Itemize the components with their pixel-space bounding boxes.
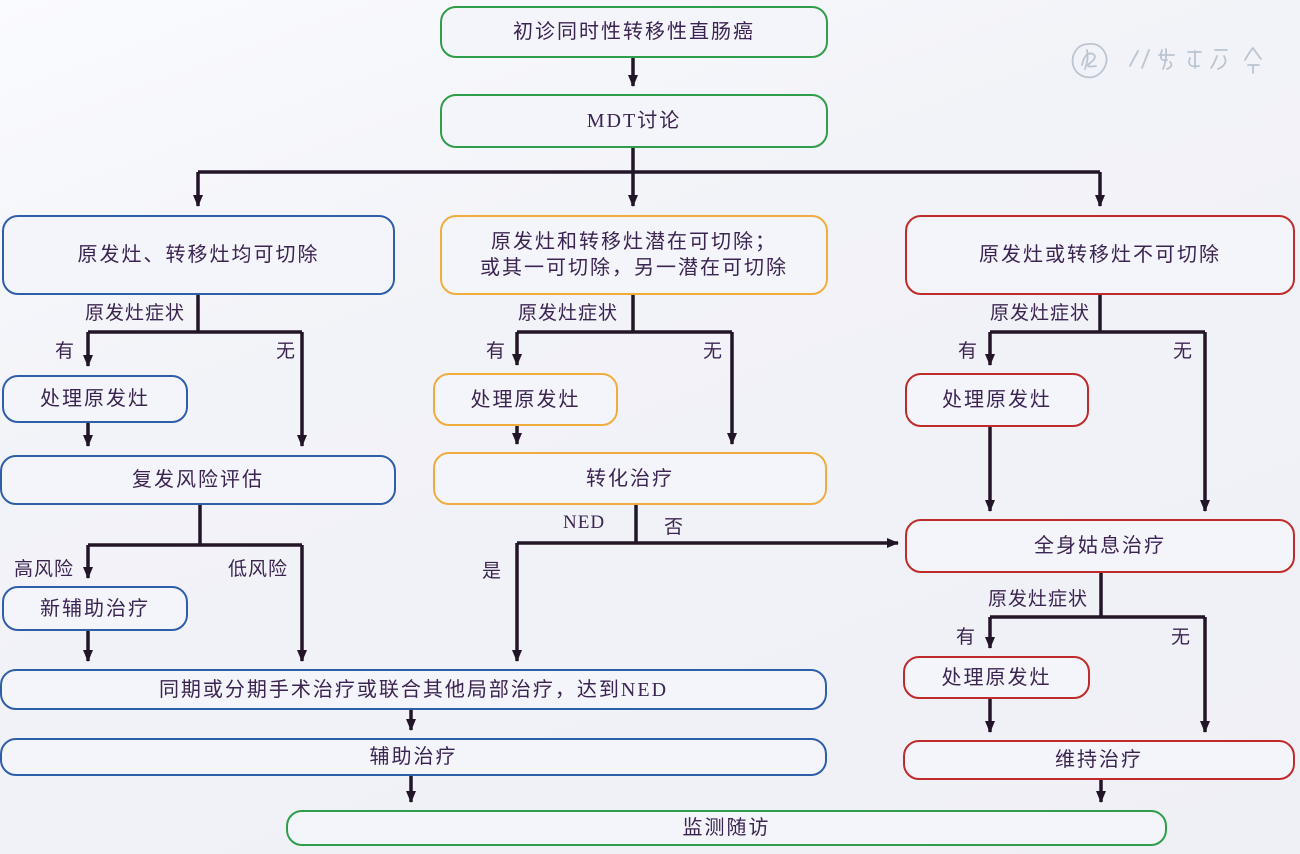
edge-label-right-yes2: 有 [956,627,977,648]
node-potentially-resectable-line1: 原发灶和转移灶潜在可切除； [491,231,777,253]
edge-label-left-primary-symptom: 原发灶症状 [85,303,186,324]
node-followup-label: 监测随访 [682,817,771,839]
node-recurrence-risk-assessment: 复发风险评估 [0,455,396,505]
node-maintenance-label: 维持治疗 [1055,749,1143,771]
edge-label-right-primary-symptom: 原发灶症状 [990,303,1091,324]
edge-label-right-yes: 有 [958,341,979,362]
node-maintenance-therapy: 维持治疗 [903,740,1295,780]
watermark-script-stroke [1129,49,1150,69]
node-neoadjuvant-label: 新辅助治疗 [40,597,150,620]
edge-label-right-no2: 无 [1171,627,1192,648]
watermark-script-stroke [1210,49,1228,70]
node-treat-primary-right2-label: 处理原发灶 [941,666,1052,689]
node-start: 初诊同时性转移性直肠癌 [440,6,828,58]
watermark-script-stroke [1187,50,1202,69]
edge-label-mid-no: 无 [703,341,724,362]
node-treat-primary-left-label: 处理原发灶 [40,388,150,410]
node-conversion-therapy-label: 转化治疗 [586,467,674,490]
node-surgery-local-label: 同期或分期手术治疗或联合其他局部治疗，达到NED [158,678,669,701]
connector-line [990,573,1205,619]
edge-label-high-risk: 高风险 [14,559,75,580]
node-surveillance-followup: 监测随访 [286,810,1167,846]
node-recurrence-risk-label: 复发风险评估 [132,469,264,491]
node-start-label: 初诊同时性转移性直肠癌 [513,21,755,43]
watermark-script-stroke [1244,46,1262,74]
node-mdt-discussion: MDT讨论 [440,94,828,148]
node-potentially-resectable: 原发灶和转移灶潜在可切除； 或其一可切除，另一潜在可切除 [440,215,828,295]
node-both-resectable: 原发灶、转移灶均可切除 [2,215,395,295]
edge-label-mid-yes: 有 [486,341,507,362]
node-adjuvant-label: 辅助治疗 [369,746,458,768]
node-potentially-resectable-line2: 或其一可切除，另一潜在可切除 [480,257,788,279]
node-conversion-therapy: 转化治疗 [433,452,827,505]
circular-seal-logo-watermark [1071,43,1262,79]
edge-label-ned: NED [563,512,606,533]
connector-line [198,148,1100,174]
edge-label-low-risk: 低风险 [228,559,289,580]
node-treat-primary-mid-label: 处理原发灶 [470,388,581,411]
node-treat-primary-right1: 处理原发灶 [905,373,1089,427]
edge-label-mid-primary-symptom: 原发灶症状 [518,303,619,324]
node-adjuvant-therapy: 辅助治疗 [0,738,827,776]
seal-circle-icon [1071,43,1108,79]
node-treat-primary-left: 处理原发灶 [2,375,188,423]
node-surgery-local-therapy: 同期或分期手术治疗或联合其他局部治疗，达到NED [0,669,827,710]
seal-glyph-icon [1081,49,1097,70]
edge-label-ned-yes: 是 [482,561,503,582]
node-unresectable-label: 原发灶或转移灶不可切除 [979,244,1221,266]
connector-line [88,295,302,334]
node-neoadjuvant-therapy: 新辅助治疗 [2,586,188,631]
edge-label-right-no: 无 [1173,341,1194,362]
connector-line [990,295,1205,334]
edge-label-left-no: 无 [276,341,297,362]
edge-label-right-primary-symptom2: 原发灶症状 [988,589,1089,610]
node-systemic-palliative-therapy: 全身姑息治疗 [905,519,1295,573]
node-treat-primary-mid: 处理原发灶 [433,373,618,426]
connector-line [517,295,732,334]
node-unresectable: 原发灶或转移灶不可切除 [905,215,1295,295]
node-systemic-palliative-label: 全身姑息治疗 [1034,535,1166,557]
edge-label-ned-no: 否 [664,517,685,538]
edge-label-left-yes: 有 [55,341,76,362]
node-both-resectable-label: 原发灶、转移灶均可切除 [77,244,320,266]
node-treat-primary-right1-label: 处理原发灶 [942,389,1052,411]
node-treat-primary-right2: 处理原发灶 [903,656,1090,699]
connector-line [88,505,302,547]
watermark-script-stroke [1158,48,1175,70]
node-mdt-label: MDT讨论 [586,110,682,132]
